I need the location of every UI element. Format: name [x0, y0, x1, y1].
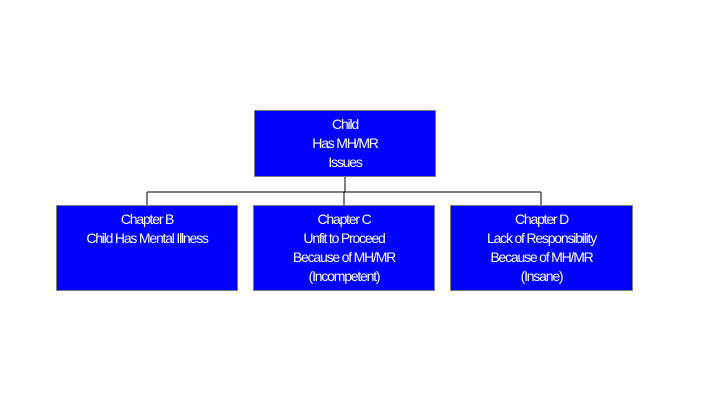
chapter-d-line-4: (Insane): [520, 268, 564, 284]
node-chapter-c: Chapter C Unfit to Proceed Because of MH…: [253, 205, 435, 291]
root-node-child-has-mhmr-issues: Child Has MH/MR Issues: [254, 110, 436, 177]
chapter-c-line-4: (Incompetent): [308, 268, 381, 284]
chapter-b-line-2: Child Has Mental Illness: [86, 230, 209, 246]
root-line-2: Has MH/MR: [312, 135, 379, 151]
chapter-c-line-2: Unfit to Proceed: [303, 230, 385, 246]
node-chapter-d: Chapter D Lack of Responsibility Because…: [450, 205, 633, 291]
chapter-d-line-1: Chapter D: [514, 211, 569, 227]
chapter-c-line-1: Chapter C: [317, 211, 371, 227]
node-chapter-b: Chapter B Child Has Mental Illness: [56, 205, 238, 291]
chapter-d-line-3: Because of MH/MR: [490, 249, 593, 265]
chapter-c-line-3: Because of MH/MR: [292, 249, 396, 265]
chapter-b-line-1: Chapter B: [120, 211, 174, 227]
chapter-d-line-2: Lack of Responsibility: [487, 230, 597, 246]
root-line-3: Issues: [328, 154, 362, 170]
root-line-1: Child: [332, 116, 359, 132]
